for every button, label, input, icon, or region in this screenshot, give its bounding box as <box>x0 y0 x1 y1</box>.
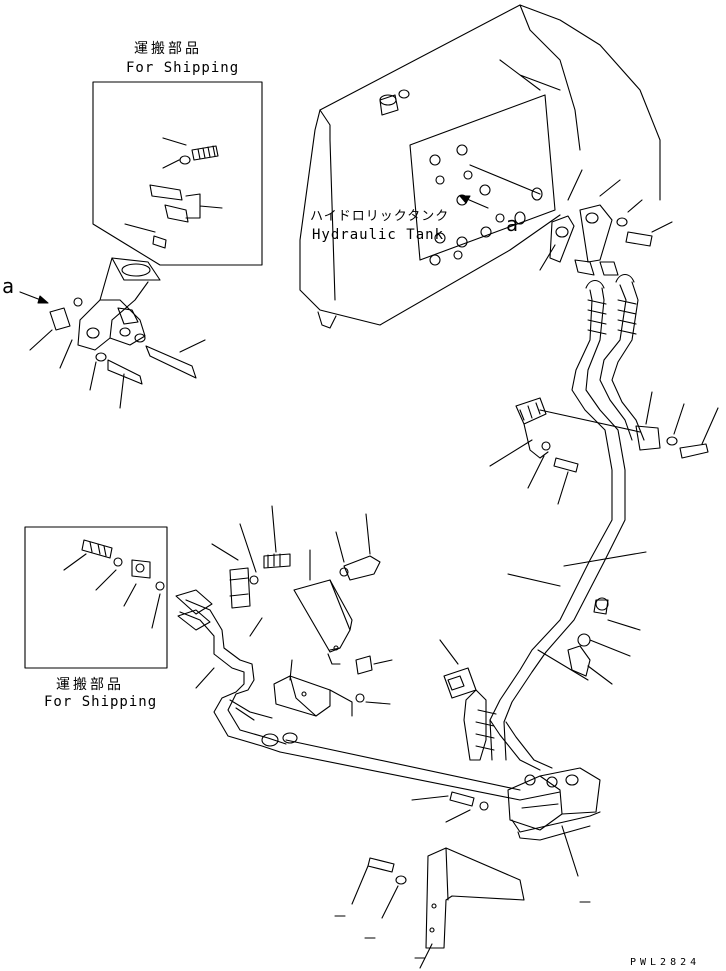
bottom-guard <box>351 847 525 969</box>
hydraulic-tank <box>299 4 661 329</box>
valve-block <box>411 767 601 877</box>
tank-jp-label: ハイドロリックタンク <box>310 209 450 224</box>
callout-left-arrowhead <box>37 295 49 304</box>
dash-marks <box>334 901 591 959</box>
leader-lines-pipes <box>507 551 647 587</box>
pedal-bracket <box>29 257 206 409</box>
tank-en-label: Hydraulic Tank <box>312 227 445 243</box>
callout-a-tank: a <box>506 212 519 236</box>
shipping-box-top <box>92 81 263 266</box>
tank-flange-fittings <box>539 169 673 276</box>
lower-pipe-assembly <box>175 589 521 801</box>
hydraulic-pipes <box>463 273 645 771</box>
shipping-bottom-jp-label: 運搬部品 <box>56 677 124 693</box>
middle-clamps <box>211 505 381 609</box>
middle-covers <box>273 579 393 717</box>
right-clamp-group <box>439 597 641 699</box>
shipping-bottom-en-label: For Shipping <box>44 694 158 710</box>
callout-tank-arrowhead <box>459 195 471 204</box>
shipping-top-jp-label: 運搬部品 <box>134 41 202 57</box>
callout-a-left: a <box>2 274 15 298</box>
drawing-code: PWL2824 <box>630 957 701 968</box>
top-box-parts <box>124 137 223 249</box>
pipe-clamps <box>489 391 719 505</box>
shipping-box-bottom <box>24 526 168 669</box>
shipping-top-en-label: For Shipping <box>126 60 240 76</box>
